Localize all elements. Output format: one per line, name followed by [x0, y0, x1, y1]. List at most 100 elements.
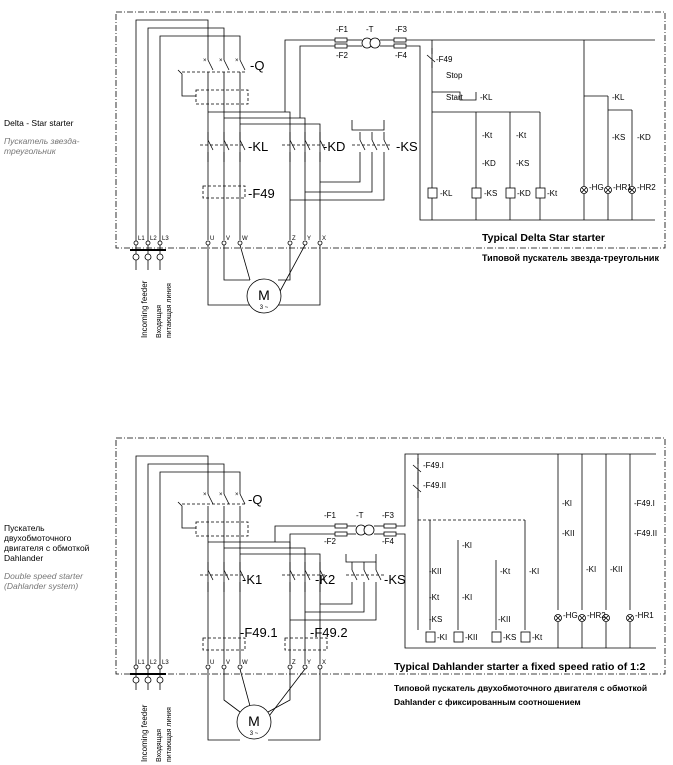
- overload-f49: -F49: [202, 185, 275, 201]
- feeder-labels-2: Incoming feeder Входящая питающая линия: [140, 704, 173, 762]
- svg-text:-KD: -KD: [517, 189, 531, 198]
- label-ks: -KS: [396, 139, 418, 154]
- svg-text:-Kt: -Kt: [500, 567, 511, 576]
- label-q-2: -Q: [248, 492, 262, 507]
- svg-text:Входящая: Входящая: [156, 305, 163, 338]
- svg-text:-F49.1: -F49.1: [240, 625, 278, 640]
- svg-text:-KS: -KS: [484, 189, 497, 198]
- svg-text:L2: L2: [150, 660, 157, 666]
- control-circuit-1: -F49 Stop Start -KL -Kt -Kt -KD -KS -KL …: [426, 40, 656, 220]
- incoming-lines: [130, 19, 241, 270]
- svg-text:-KI: -KI: [529, 567, 539, 576]
- svg-text:-F49.I: -F49.I: [634, 499, 655, 508]
- svg-text:Start: Start: [446, 93, 464, 102]
- svg-text:-Kt: -Kt: [429, 593, 440, 602]
- svg-text:Y: Y: [307, 236, 311, 242]
- svg-text:-Kt: -Kt: [516, 131, 527, 140]
- svg-text:-KII: -KII: [562, 529, 574, 538]
- svg-text:-KS: -KS: [384, 572, 406, 587]
- note-dahlander: Пускатель двухобмоточного двигателя с об…: [4, 523, 112, 591]
- panel-border: [115, 11, 666, 249]
- svg-text:V: V: [226, 660, 230, 666]
- svg-text:L1: L1: [138, 236, 145, 242]
- contactor-kd: -KD: [208, 111, 345, 240]
- control-supply-2: -F1 -F2 -T -F3 -F4: [274, 453, 656, 649]
- svg-text:-KS: -KS: [429, 615, 442, 624]
- svg-text:U: U: [210, 236, 214, 242]
- svg-text:X: X: [322, 236, 326, 242]
- svg-text:-KII: -KII: [465, 633, 477, 642]
- svg-text:Z: Z: [292, 660, 296, 666]
- svg-text:-T: -T: [356, 511, 364, 520]
- svg-text:-KII: -KII: [498, 615, 510, 624]
- svg-text:-KI: -KI: [462, 593, 472, 602]
- svg-text:-KS: -KS: [503, 633, 516, 642]
- panel-border-2: [115, 437, 666, 675]
- motor-2: M 3 ~: [207, 668, 321, 741]
- svg-text:×: ×: [219, 492, 223, 498]
- svg-text:×: ×: [203, 58, 207, 64]
- note-delta-star-en: Delta - Star starter: [4, 118, 74, 128]
- label-kl: -KL: [248, 139, 268, 154]
- svg-text:-HG: -HG: [563, 611, 578, 620]
- svg-text:-KS: -KS: [516, 159, 529, 168]
- motor-1: M 3 ~: [207, 244, 321, 314]
- svg-text:V: V: [226, 236, 230, 242]
- svg-text:-F2: -F2: [336, 51, 349, 60]
- feeder-labels: Incoming feeder Входящая питающая линия: [140, 280, 173, 338]
- svg-text:-F4: -F4: [395, 51, 408, 60]
- svg-text:-KD: -KD: [637, 133, 651, 142]
- svg-text:Y: Y: [307, 660, 311, 666]
- svg-text:-F2: -F2: [324, 537, 337, 546]
- svg-text:Входящая: Входящая: [156, 729, 163, 762]
- caption-dahlander-en: Typical Dahlander starter a fixed speed …: [394, 661, 645, 673]
- svg-text:-KI: -KI: [437, 633, 447, 642]
- note-dahlander-ru: Пускатель двухобмоточного двигателя с об…: [4, 523, 90, 563]
- control-supply: -F1 -F2 -T -F3 -F4: [284, 25, 655, 221]
- svg-text:3 ~: 3 ~: [260, 305, 269, 311]
- svg-text:-Kt: -Kt: [482, 131, 493, 140]
- diagram-dahlander: × × × -Q -K1 -K2 -KS: [115, 437, 666, 762]
- svg-text:-T: -T: [366, 25, 374, 34]
- svg-text:Incoming feeder: Incoming feeder: [140, 704, 149, 762]
- svg-text:-F1: -F1: [324, 511, 337, 520]
- svg-text:Incoming feeder: Incoming feeder: [140, 280, 149, 338]
- svg-text:-F49.II: -F49.II: [423, 481, 446, 490]
- svg-text:-F49: -F49: [436, 55, 453, 64]
- svg-text:L3: L3: [162, 660, 169, 666]
- svg-text:X: X: [322, 660, 326, 666]
- svg-text:-HR1: -HR1: [635, 611, 654, 620]
- svg-text:-HR2: -HR2: [637, 183, 656, 192]
- caption-delta-star-en: Typical Delta Star starter: [482, 232, 605, 244]
- contactor-kl: -KL: [200, 131, 268, 163]
- svg-text:-F1: -F1: [336, 25, 349, 34]
- svg-text:-F4: -F4: [382, 537, 395, 546]
- svg-text:-K2: -K2: [315, 572, 335, 587]
- control-circuit-2: -F49.I -F49.II -Kl -KII -Kt -KI -Kt -KI …: [412, 454, 657, 648]
- contactor-ks-2: -KS: [290, 554, 406, 621]
- svg-text:-KS: -KS: [612, 133, 625, 142]
- svg-text:Stop: Stop: [446, 71, 463, 80]
- svg-text:-Kt: -Kt: [547, 189, 558, 198]
- terminals: L1 L2 L3 U V W Z Y X: [133, 236, 326, 246]
- svg-text:-F3: -F3: [382, 511, 395, 520]
- svg-text:-Kl: -Kl: [562, 499, 572, 508]
- svg-text:-HR2: -HR2: [587, 611, 606, 620]
- caption-dahlander-ru2: Dahlander с фиксированным соотношением: [394, 697, 581, 707]
- svg-text:-KI: -KI: [586, 565, 596, 574]
- terminals-2: L1 L2 L3 U V W Z Y X: [133, 660, 326, 670]
- svg-text:-KD: -KD: [482, 159, 496, 168]
- svg-text:-KL: -KL: [612, 93, 625, 102]
- incoming-lines-2: [130, 455, 241, 690]
- svg-text:-HR1: -HR1: [613, 183, 632, 192]
- contactor-k1: -K1: [200, 561, 262, 593]
- svg-text:×: ×: [203, 492, 207, 498]
- contactor-k2: -K2: [208, 541, 335, 664]
- svg-text:Z: Z: [292, 236, 296, 242]
- contactor-ks: -KS: [290, 120, 418, 201]
- svg-text:-Kl: -Kl: [462, 541, 472, 550]
- svg-text:питающая линия: питающая линия: [166, 283, 173, 338]
- caption-dahlander-ru1: Типовой пускатель двухобмоточного двигат…: [394, 683, 647, 693]
- overloads-2: -F49.1 -F49.2: [202, 625, 348, 651]
- svg-text:-K1: -K1: [242, 572, 262, 587]
